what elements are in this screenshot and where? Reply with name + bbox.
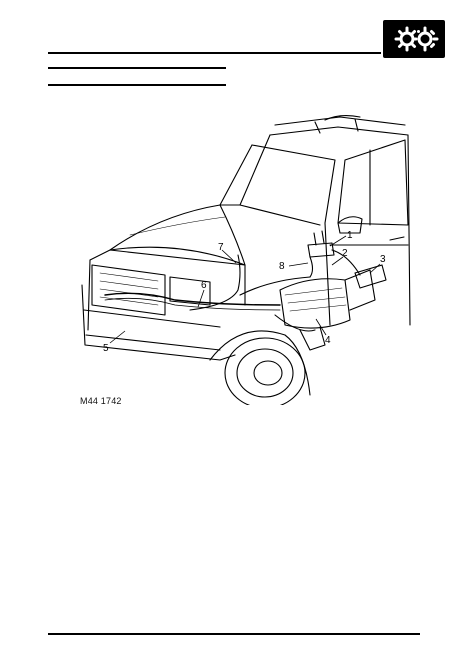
vehicle-cutaway-illustration: 1 2 3 4 5 6 7 8	[81, 114, 411, 405]
section-rule-1	[48, 67, 226, 69]
callout-5: 5	[103, 343, 109, 354]
section-rule-2	[48, 84, 226, 86]
callout-3: 3	[380, 254, 386, 265]
figure-code: M44 1742	[80, 396, 122, 406]
callout-8: 8	[279, 261, 285, 272]
footer-rule	[48, 633, 420, 635]
header-rule	[48, 52, 381, 54]
callout-6: 6	[201, 280, 207, 291]
callout-1: 1	[347, 230, 353, 241]
gears-icon	[394, 26, 439, 52]
section-badge	[383, 20, 445, 58]
callout-4: 4	[325, 335, 331, 346]
callout-2: 2	[342, 248, 348, 259]
callout-7: 7	[218, 242, 224, 253]
